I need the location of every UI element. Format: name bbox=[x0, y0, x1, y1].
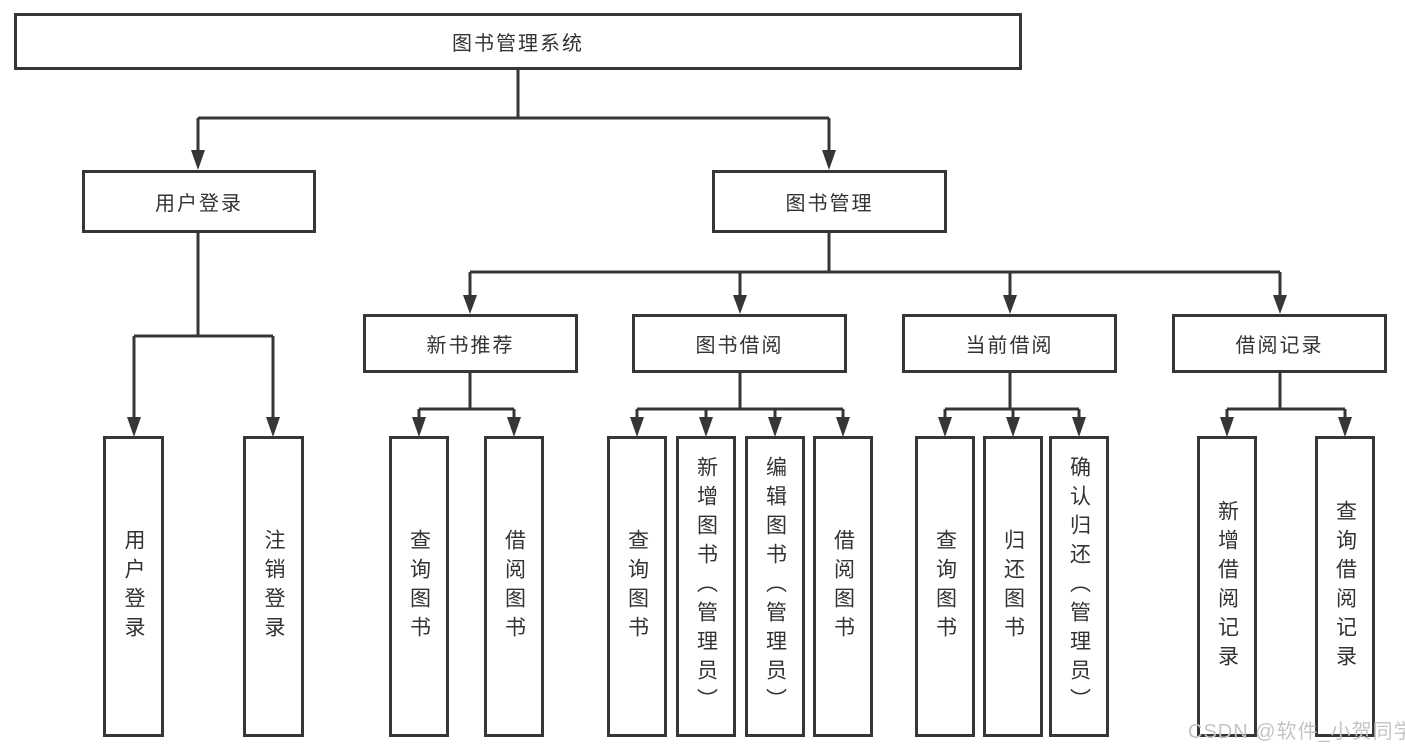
leaf-return-books: 归还图书 bbox=[983, 436, 1043, 737]
leaf-logout: 注销登录 bbox=[243, 436, 304, 737]
leaf-edit-books-admin: 编辑图书（管理员） bbox=[745, 436, 805, 737]
leaf-add-books-admin: 新增图书（管理员） bbox=[676, 436, 736, 737]
leaf-add-borrow-record: 新增借阅记录 bbox=[1197, 436, 1257, 737]
leaf-borrow-books-recommend: 借阅图书 bbox=[484, 436, 544, 737]
leaf-confirm-return-admin: 确认归还（管理员） bbox=[1049, 436, 1109, 737]
watermark: CSDN @软件_小贺同学 bbox=[1188, 721, 1405, 743]
node-user-login-branch: 用户登录 bbox=[82, 170, 316, 233]
node-book-management-branch: 图书管理 bbox=[712, 170, 947, 233]
leaf-query-borrow-record: 查询借阅记录 bbox=[1315, 436, 1375, 737]
node-borrow-records: 借阅记录 bbox=[1172, 314, 1387, 373]
leaf-query-books-current: 查询图书 bbox=[915, 436, 975, 737]
leaf-query-books-borrow: 查询图书 bbox=[607, 436, 667, 737]
node-root: 图书管理系统 bbox=[14, 13, 1022, 70]
leaf-query-books-recommend: 查询图书 bbox=[389, 436, 449, 737]
node-book-borrow: 图书借阅 bbox=[632, 314, 847, 373]
node-current-borrow: 当前借阅 bbox=[902, 314, 1117, 373]
leaf-user-login: 用户登录 bbox=[103, 436, 164, 737]
node-new-book-recommend: 新书推荐 bbox=[363, 314, 578, 373]
leaf-borrow-books: 借阅图书 bbox=[813, 436, 873, 737]
